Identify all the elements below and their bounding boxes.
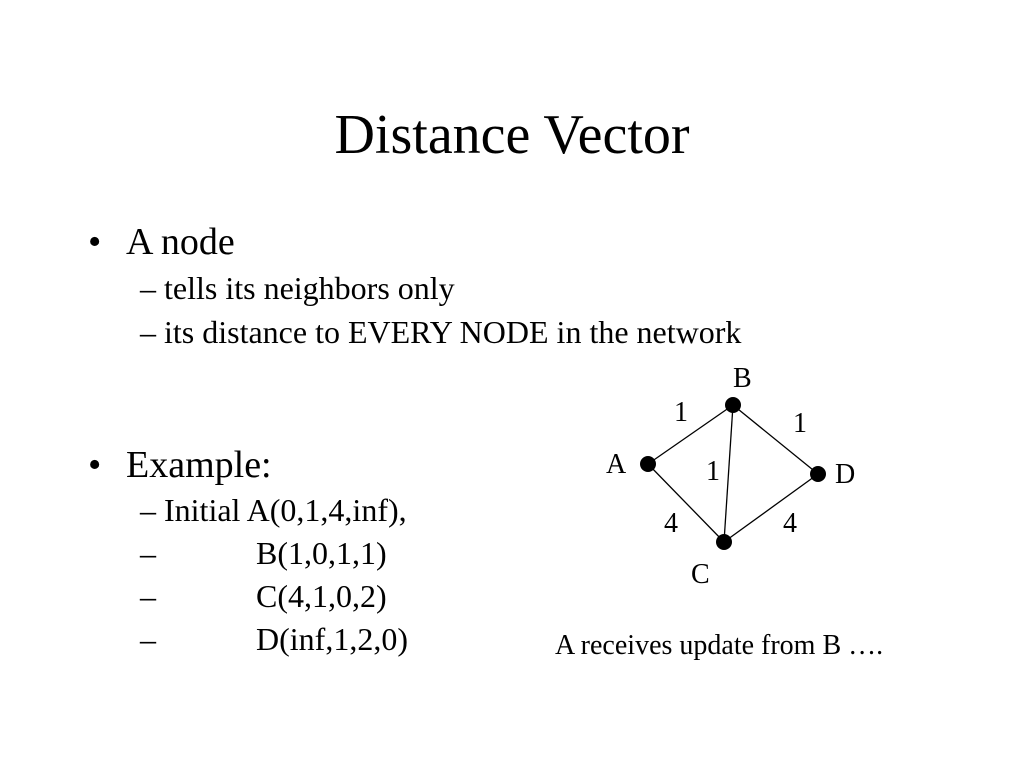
bullet-a-node: • A node — [88, 220, 235, 264]
edge-b-c — [723, 404, 734, 543]
slide-title: Distance Vector — [334, 104, 690, 166]
edge-weight-b-d: 1 — [793, 408, 807, 439]
node-label-b: B — [733, 363, 752, 394]
vector-value-d: D(inf,1,2,0) — [256, 621, 408, 657]
bullet-text: Example: — [126, 444, 272, 486]
node-c — [716, 534, 732, 550]
edge-weight-a-c: 4 — [664, 508, 678, 539]
subitem-vector-c: – C(4,1,0,2) — [140, 576, 387, 616]
bullet-marker: • — [88, 444, 102, 486]
edge-a-c — [647, 463, 725, 543]
edge-weight-c-d: 4 — [783, 508, 797, 539]
node-label-d: D — [835, 459, 855, 490]
node-d — [810, 466, 826, 482]
subitem-prefix: – — [140, 621, 156, 657]
diagram-caption: A receives update from B …. — [555, 630, 884, 661]
bullet-text: A node — [126, 221, 235, 263]
edge-a-b — [647, 404, 734, 465]
edge-weight-a-b: 1 — [674, 397, 688, 428]
subitem-vector-b: – B(1,0,1,1) — [140, 533, 387, 573]
subitem-prefix: – — [140, 578, 156, 614]
bullet-marker: • — [88, 221, 102, 263]
node-label-c: C — [691, 559, 710, 590]
vector-value-b: B(1,0,1,1) — [256, 535, 387, 571]
edge-c-d — [723, 473, 819, 543]
subitem-vector-a: – Initial A(0,1,4,inf), — [140, 490, 407, 530]
subitem-distance-every-node: – its distance to EVERY NODE in the netw… — [140, 314, 742, 350]
vector-value-a: A(0,1,4,inf), — [246, 492, 407, 528]
subitem-prefix: – — [140, 535, 156, 571]
subitem-tells-neighbors: – tells its neighbors only — [140, 270, 455, 306]
node-b — [725, 397, 741, 413]
edge-b-d — [732, 404, 819, 475]
edge-weight-b-c: 1 — [706, 456, 720, 487]
subitem-prefix: – Initial — [140, 492, 241, 528]
node-label-a: A — [606, 449, 627, 480]
node-a — [640, 456, 656, 472]
subitem-vector-d: – D(inf,1,2,0) — [140, 619, 408, 659]
bullet-example: • Example: — [88, 443, 272, 487]
vector-value-c: C(4,1,0,2) — [256, 578, 387, 614]
